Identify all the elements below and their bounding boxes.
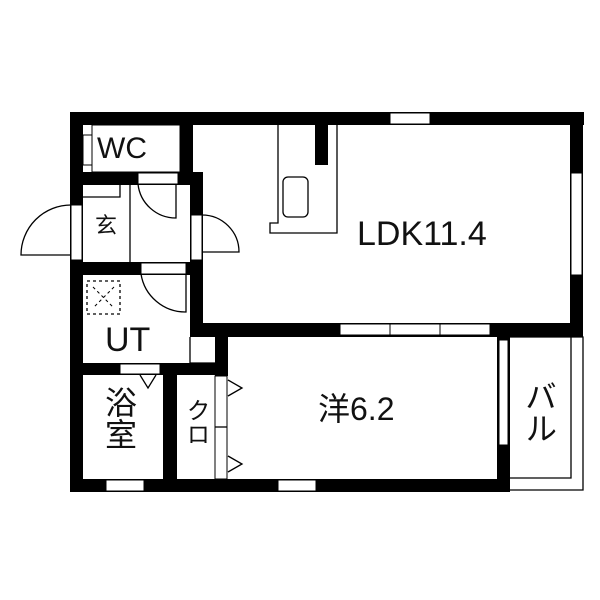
washer-space — [86, 280, 121, 315]
room-label-entrance: 玄 — [95, 213, 118, 238]
room-label-bath: 浴室 — [101, 386, 137, 450]
room-label-western-room: 洋6.2 — [318, 391, 395, 427]
door-swings — [20, 183, 244, 473]
room-label-closet: クロ — [182, 398, 209, 446]
room-label-wc: WC — [97, 132, 147, 165]
room-label-ldk: LDK11.4 — [357, 215, 487, 253]
windows-and-openings — [70, 112, 583, 492]
washer-cross — [92, 286, 115, 309]
room-label-utility: UT — [105, 321, 151, 359]
room-label-balcony: バル — [521, 380, 557, 444]
balcony-outline — [510, 336, 584, 491]
kitchen-counter — [269, 125, 338, 234]
